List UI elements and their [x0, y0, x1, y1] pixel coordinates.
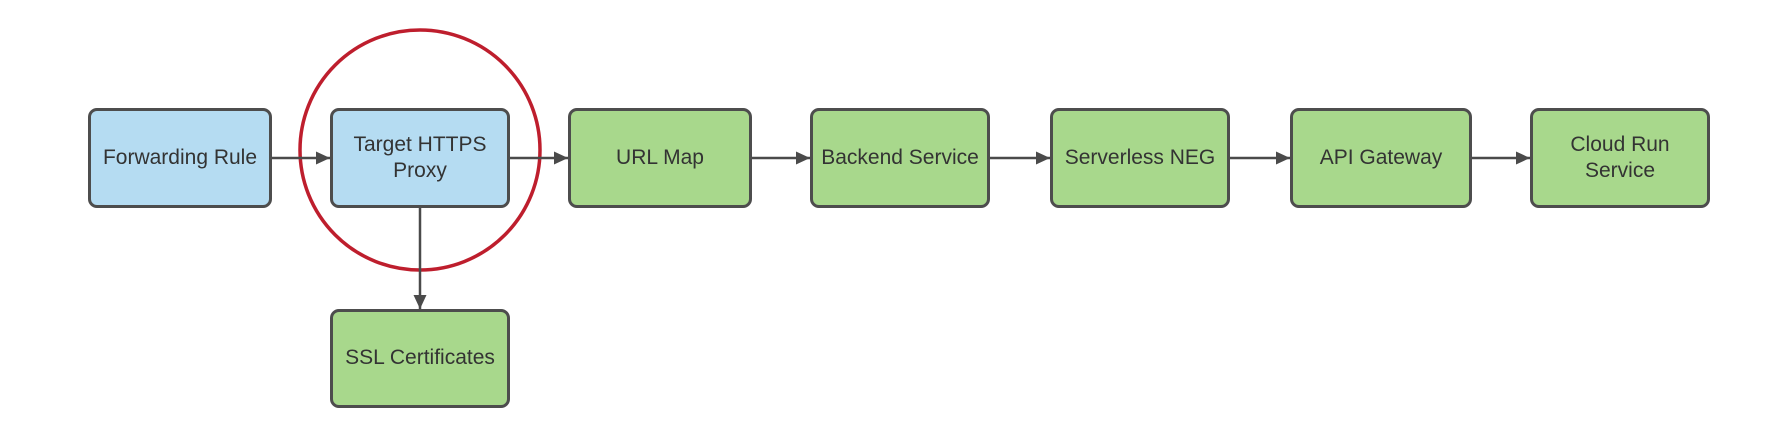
- node-cloud-run-service-label: Cloud Run Service: [1570, 132, 1670, 182]
- node-api-gateway: API Gateway: [1290, 108, 1472, 208]
- node-forwarding-rule: Forwarding Rule: [88, 108, 272, 208]
- node-serverless-neg-label: Serverless NEG: [1064, 145, 1216, 169]
- node-forwarding-rule-label: Forwarding Rule: [102, 145, 258, 169]
- node-url-map: URL Map: [568, 108, 752, 208]
- node-ssl-certificates-label: SSL Certificates: [345, 346, 495, 370]
- node-backend-service-label: Backend Service: [821, 145, 979, 169]
- node-cloud-run-service: Cloud Run Service: [1530, 108, 1710, 208]
- node-backend-service: Backend Service: [810, 108, 990, 208]
- node-ssl-certificates: SSL Certificates: [330, 309, 510, 408]
- node-url-map-label: URL Map: [616, 145, 704, 169]
- node-target-https-proxy-label: Target HTTPS Proxy: [353, 132, 487, 182]
- node-target-https-proxy: Target HTTPS Proxy: [330, 108, 510, 208]
- node-serverless-neg: Serverless NEG: [1050, 108, 1230, 208]
- node-api-gateway-label: API Gateway: [1319, 145, 1443, 169]
